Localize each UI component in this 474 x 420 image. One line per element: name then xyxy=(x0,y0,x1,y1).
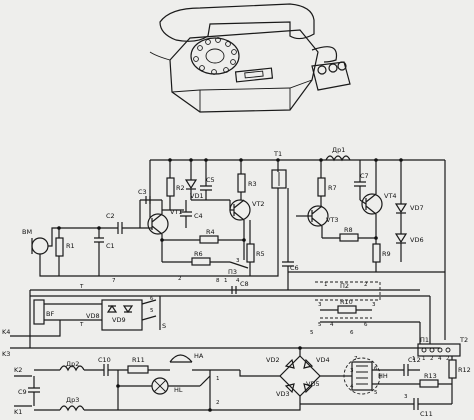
label-c1: C1 xyxy=(106,242,115,250)
label-r5: R5 xyxy=(256,250,265,258)
label-t2: T2 xyxy=(459,336,468,344)
pin-label: 4 xyxy=(236,278,240,284)
pin-label: 7 xyxy=(354,356,358,362)
label-p1: П1 xyxy=(420,336,429,344)
label-bm: BM xyxy=(22,228,32,236)
pin-label: 1 xyxy=(216,376,220,382)
pin-label: 8 xyxy=(216,278,220,284)
label-dr1: Др1 xyxy=(332,146,345,154)
pin-label: 6 xyxy=(364,322,368,328)
label-vt1: VT1 xyxy=(170,208,183,216)
label-vd2: VD2 xyxy=(266,356,280,364)
label-c10: C10 xyxy=(98,356,111,364)
pin-label: 4 xyxy=(330,322,334,328)
label-vd7: VD7 xyxy=(410,204,424,212)
label-r2: R2 xyxy=(176,184,185,192)
label-c4: C4 xyxy=(194,212,203,220)
label-r11: R11 xyxy=(132,356,145,364)
label-p2: П2 xyxy=(340,282,349,290)
pin-label: 6 xyxy=(350,330,354,336)
label-k4: K4 xyxy=(2,328,10,336)
pin-label: 1 xyxy=(324,282,328,288)
label-c11: C11 xyxy=(420,410,433,418)
pin-label: 2 xyxy=(446,356,450,362)
label-r4: R4 xyxy=(206,228,215,236)
label-r1: R1 xyxy=(66,242,75,250)
pin-label: 1 xyxy=(224,278,228,284)
label-k3: K3 xyxy=(2,350,10,358)
label-vd3: VD3 xyxy=(276,390,290,398)
label-vd6: VD6 xyxy=(410,236,424,244)
telephone-illustration xyxy=(149,3,351,113)
pin-label: 5 xyxy=(318,322,322,328)
label-c8: C8 xyxy=(240,280,249,288)
label-c12: C12 xyxy=(408,356,421,364)
label-r13: R13 xyxy=(424,372,437,380)
pin-label: 1 xyxy=(412,356,416,362)
bottom-section xyxy=(14,296,461,412)
pin-label: 3 xyxy=(318,302,322,308)
pin-label: 3 xyxy=(236,258,240,264)
label-bf: BF xyxy=(46,310,54,318)
pin-label: 6 xyxy=(150,296,154,302)
label-vt2: VT2 xyxy=(252,200,265,208)
pin-label: 6 xyxy=(374,366,378,372)
label-r9: R9 xyxy=(382,250,391,258)
label-dr3: Др3 xyxy=(66,396,79,404)
pin-labels: 1 2 3 4 5 6 7 8 3 5 6 1 2 3 4 5 6 1 2 7 … xyxy=(79,258,450,406)
pin-label: S xyxy=(162,322,166,330)
pin-label: 2 xyxy=(430,356,434,362)
label-p3: П3 xyxy=(228,268,237,276)
pin-label: 2 xyxy=(364,282,368,288)
pin-label: 7 xyxy=(112,278,116,284)
pin-label: 3 xyxy=(350,368,354,374)
label-c5: C5 xyxy=(206,176,215,184)
label-vd4: VD4 xyxy=(316,356,330,364)
label-vt4: VT4 xyxy=(384,192,397,200)
label-k2: K2 xyxy=(14,366,22,374)
label-vd8: VD8 xyxy=(86,312,100,320)
pin-label: T xyxy=(79,322,84,328)
label-vt3: VT3 xyxy=(326,216,339,224)
middle-section xyxy=(10,281,440,349)
pin-label: 2 xyxy=(178,276,182,282)
label-k1: K1 xyxy=(14,408,22,416)
label-c7: C7 xyxy=(360,172,369,180)
label-r8: R8 xyxy=(344,226,353,234)
pin-label: 3 xyxy=(404,394,408,400)
label-vd1: VD1 xyxy=(190,192,204,200)
pin-label: 2 xyxy=(216,400,220,406)
label-c6: C6 xyxy=(290,264,299,272)
label-vd5: VD5 xyxy=(306,380,320,388)
label-ha: HA xyxy=(194,352,204,360)
label-hh: HH xyxy=(378,372,388,380)
pin-label: 5 xyxy=(374,390,378,396)
amplifier-section xyxy=(31,155,446,340)
label-c2: C2 xyxy=(106,212,115,220)
pin-label: 3 xyxy=(372,302,376,308)
label-dr2: Др2 xyxy=(66,360,79,368)
pin-label: 5 xyxy=(150,308,154,314)
label-hl: HL xyxy=(174,386,183,394)
pin-label: 4 xyxy=(350,384,354,390)
label-c3: C3 xyxy=(138,188,147,196)
label-r6: R6 xyxy=(194,250,203,258)
label-r3: R3 xyxy=(248,180,257,188)
pin-label: T xyxy=(79,284,84,290)
pin-label: 1 xyxy=(422,356,426,362)
component-labels: BM R1 C1 C2 C3 R2 VD1 C5 VT1 C4 R3 VT2 R… xyxy=(2,146,471,418)
label-c9: C9 xyxy=(18,388,27,396)
label-r10: R10 xyxy=(340,298,353,306)
pin-label: 5 xyxy=(310,330,314,336)
junction-dots xyxy=(57,158,403,412)
label-r7: R7 xyxy=(328,184,337,192)
label-t1: T1 xyxy=(273,150,282,158)
label-r12: R12 xyxy=(458,366,471,374)
pin-label: 4 xyxy=(438,356,442,362)
label-vd9: VD9 xyxy=(112,316,126,324)
